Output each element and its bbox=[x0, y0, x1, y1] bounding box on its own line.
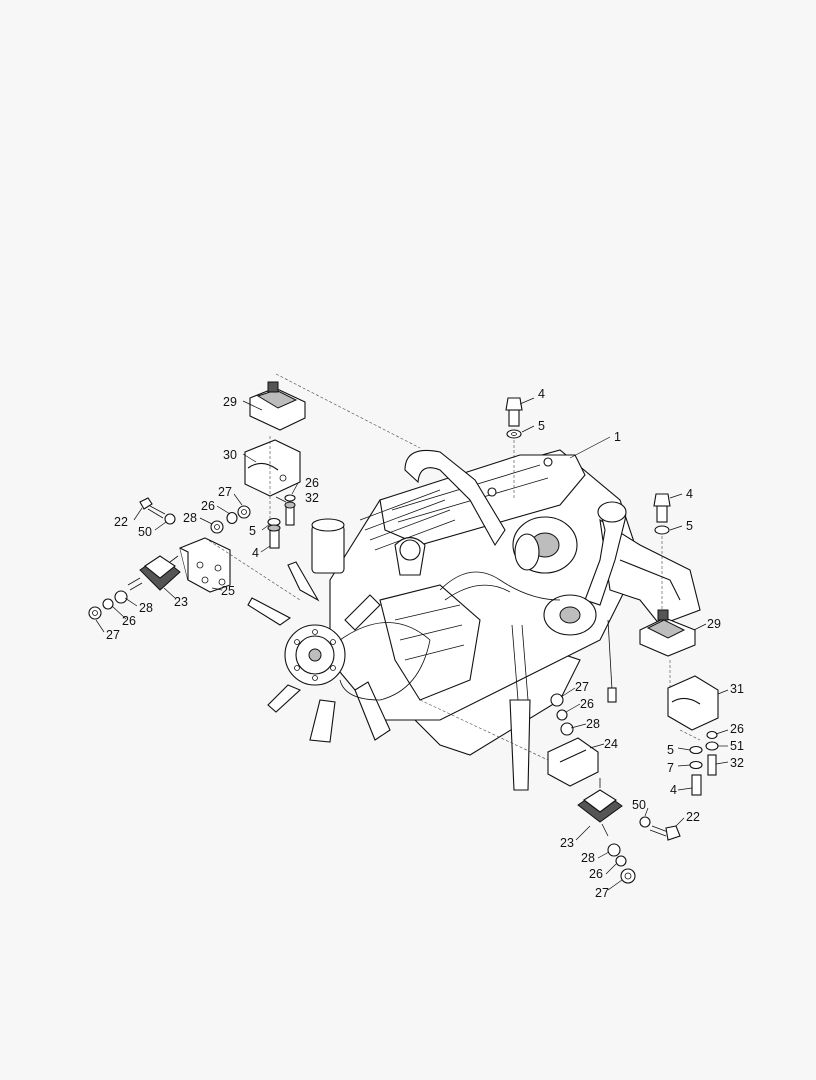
callout-5-top: 5 bbox=[538, 419, 545, 433]
callout-4-left: 4 bbox=[252, 546, 259, 560]
washer-5-a bbox=[506, 429, 522, 439]
callout-22-right: 22 bbox=[686, 810, 700, 824]
callout-29-upper-left: 29 bbox=[223, 395, 237, 409]
washer-28-b bbox=[114, 590, 128, 604]
washer-7 bbox=[689, 760, 703, 770]
nut-27-c bbox=[550, 693, 564, 707]
callout-22-left: 22 bbox=[114, 515, 128, 529]
callout-23-right: 23 bbox=[560, 836, 574, 850]
callout-27-lower-right: 27 bbox=[595, 886, 609, 900]
callout-50-right: 50 bbox=[632, 798, 646, 812]
callout-26-lower-left: 26 bbox=[122, 614, 136, 628]
callout-4-lower-right: 4 bbox=[670, 783, 677, 797]
washer-26-f bbox=[615, 855, 627, 867]
callout-26-lower-right: 26 bbox=[589, 867, 603, 881]
callout-25: 25 bbox=[221, 584, 235, 598]
callout-1-engine: 1 bbox=[614, 430, 621, 444]
callout-26-far-right: 26 bbox=[730, 722, 744, 736]
washer-26-b bbox=[226, 511, 238, 525]
washer-28-d bbox=[607, 843, 621, 857]
callout-26-upper-right: 26 bbox=[305, 476, 319, 490]
bracket-25 bbox=[179, 537, 231, 593]
callout-27-upper-left: 27 bbox=[218, 485, 232, 499]
washer-26-d bbox=[706, 730, 718, 740]
alignment-lines bbox=[204, 373, 701, 761]
callout-31: 31 bbox=[730, 682, 744, 696]
callout-51: 51 bbox=[730, 739, 744, 753]
callout-23-left: 23 bbox=[174, 595, 188, 609]
bolt-4-b bbox=[653, 493, 671, 523]
callout-5-right: 5 bbox=[686, 519, 693, 533]
callout-30: 30 bbox=[223, 448, 237, 462]
callout-28-right-upper: 28 bbox=[586, 717, 600, 731]
bolt-22-a bbox=[139, 497, 166, 519]
callout-26-right-upper: 26 bbox=[580, 697, 594, 711]
mount-bracket-29-upper bbox=[249, 381, 306, 431]
washer-50-b bbox=[639, 816, 651, 828]
bolt-4-d bbox=[691, 774, 702, 796]
washer-50-a bbox=[164, 513, 176, 525]
callout-29-right: 29 bbox=[707, 617, 721, 631]
callout-28-lower-left: 28 bbox=[139, 601, 153, 615]
callout-24: 24 bbox=[604, 737, 618, 751]
washer-26-a bbox=[284, 494, 296, 502]
leader-lines bbox=[95, 397, 729, 891]
callout-5-lower-right: 5 bbox=[667, 743, 674, 757]
nut-27-a bbox=[237, 505, 251, 519]
callout-32-lower: 32 bbox=[730, 756, 744, 770]
washer-28-a bbox=[210, 520, 224, 534]
callout-27-lower-left: 27 bbox=[106, 628, 120, 642]
rubber-mount-23-b bbox=[577, 778, 623, 837]
nut-27-d bbox=[620, 868, 636, 884]
callout-27-right-upper: 27 bbox=[575, 680, 589, 694]
washer-28-c bbox=[560, 722, 574, 736]
bolt-4-c bbox=[267, 524, 281, 549]
callout-50-left: 50 bbox=[138, 525, 152, 539]
callout-32-upper: 32 bbox=[305, 491, 319, 505]
callout-28-upper-left: 28 bbox=[183, 511, 197, 525]
washer-5-d bbox=[689, 745, 703, 755]
cover-31 bbox=[667, 675, 719, 731]
callout-28-lower-right: 28 bbox=[581, 851, 595, 865]
callout-labels: 29 4 5 1 30 27 26 26 32 22 28 50 5 4 4 5… bbox=[106, 387, 744, 900]
washer-51 bbox=[705, 741, 719, 751]
rubber-mount-23-a bbox=[127, 555, 181, 591]
callout-26-upper-left: 26 bbox=[201, 499, 215, 513]
washer-26-e bbox=[556, 709, 568, 721]
washer-26-c bbox=[102, 598, 114, 610]
bolt-4-a bbox=[505, 397, 523, 427]
callout-7: 7 bbox=[667, 761, 674, 775]
mount-bracket-29-right bbox=[639, 609, 696, 657]
callout-4-top: 4 bbox=[538, 387, 545, 401]
cover-30 bbox=[244, 439, 301, 497]
bracket-24 bbox=[547, 737, 599, 787]
bolt-22-b bbox=[649, 825, 681, 841]
engine-assembly bbox=[247, 449, 701, 791]
bolt-32-a bbox=[284, 501, 296, 526]
callout-5-left: 5 bbox=[249, 524, 256, 538]
washer-5-b bbox=[654, 525, 670, 535]
bolt-32-b bbox=[707, 754, 717, 776]
nut-27-b bbox=[88, 606, 102, 620]
callout-4-right: 4 bbox=[686, 487, 693, 501]
